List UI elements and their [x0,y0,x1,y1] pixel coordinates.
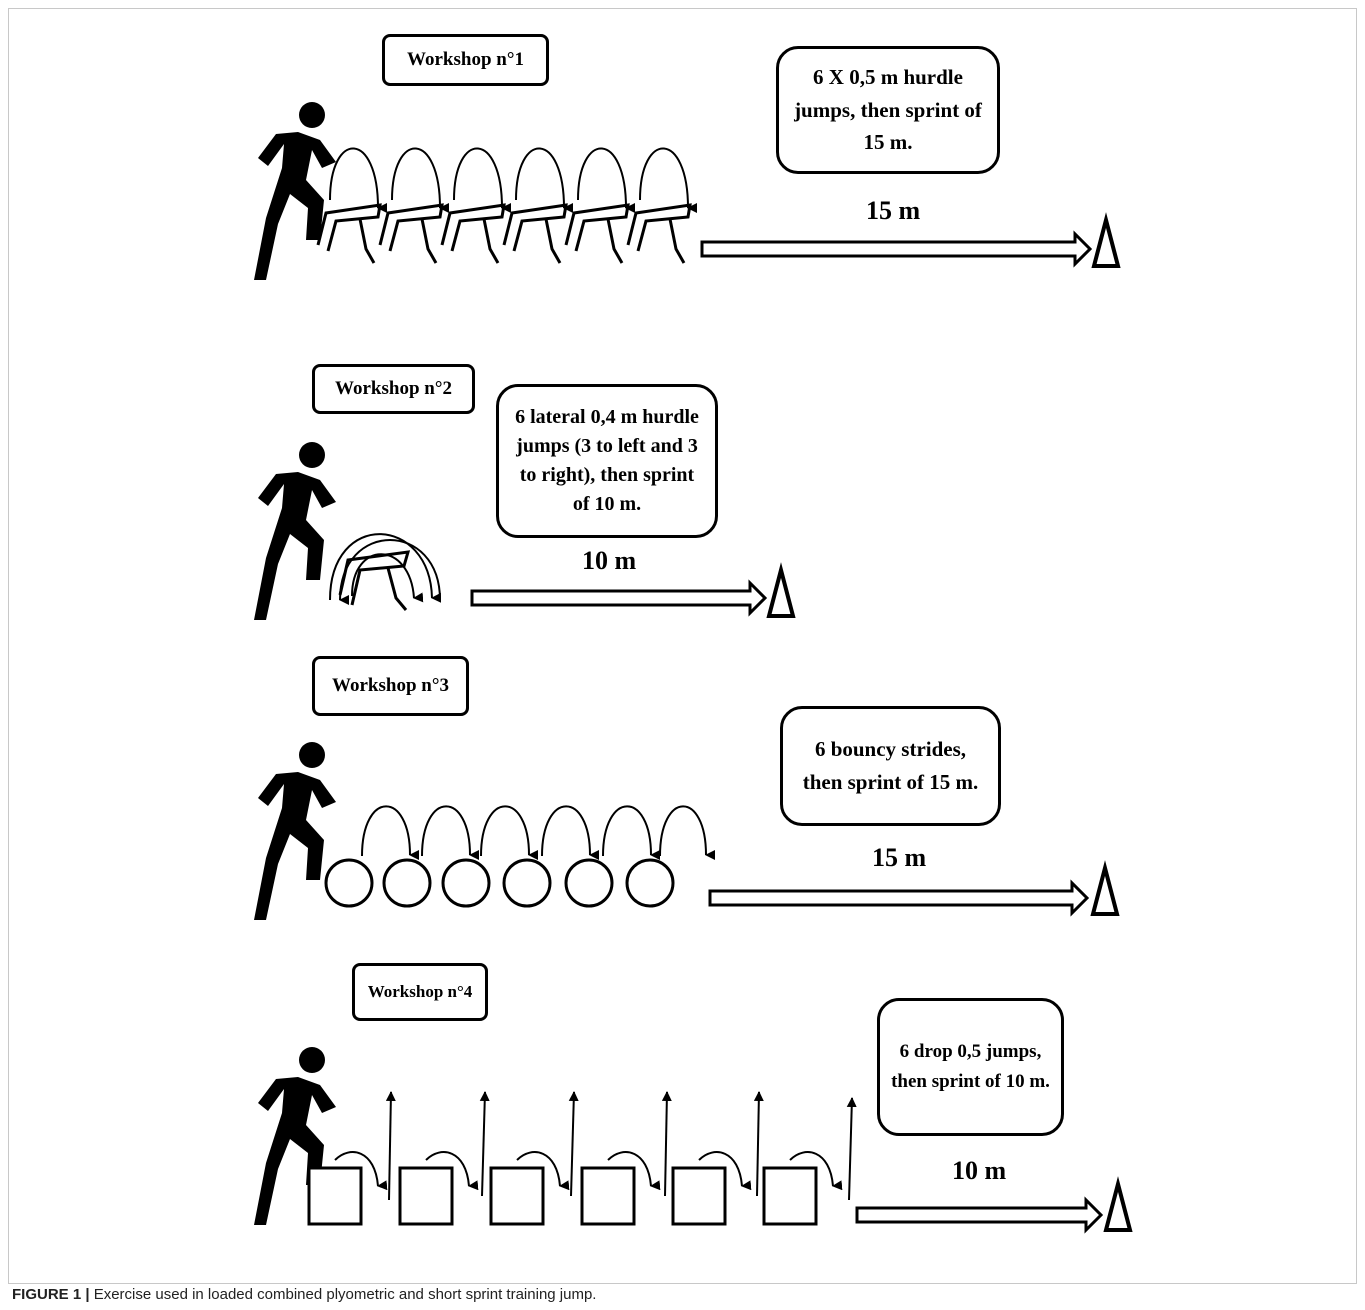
running-athlete-icon [254,102,336,280]
jump-arcs [329,147,698,213]
plyo-box-icon [671,1166,727,1226]
workshop-2-title: Workshop n°2 [312,364,475,414]
workshop-1-scene [254,102,1120,280]
plyo-box-icon [489,1166,545,1226]
workshop-3-scene [254,742,1119,920]
figure-caption-text: Exercise used in loaded combined plyomet… [89,1286,597,1303]
ring-marker-icon [502,858,552,908]
ring-marker-icon [625,858,675,908]
plyo-box-icon [580,1166,636,1226]
cone-icon [1092,218,1120,268]
hurdle-icon [564,203,630,265]
plyo-box-icon [307,1166,363,1226]
figure-frame [8,8,1357,1284]
ring-marker-icon [324,858,374,908]
hurdle-icon [626,203,692,265]
workshop-1-title: Workshop n°1 [382,34,549,86]
workshop-4-title: Workshop n°4 [352,963,488,1021]
workshop-2-distance: 10 m [582,546,637,575]
running-athlete-icon [254,442,336,620]
plyo-box-icon [762,1166,818,1226]
workshop-4-scene [254,1047,1132,1234]
workshop-3-description: 6 bouncy strides, then sprint of 15 m. [780,706,1001,826]
workshop-4-description: 6 drop 0,5 jumps, then sprint of 10 m. [877,998,1064,1136]
hurdle-icon [378,203,444,265]
hurdle-icon [316,203,382,265]
ring-marker-icon [382,858,432,908]
ring-row [324,858,675,908]
figure-caption: FIGURE 1 | Exercise used in loaded combi… [12,1286,596,1303]
plyo-box-icon [398,1166,454,1226]
lateral-jump-arcs [329,533,442,606]
figure-caption-label: FIGURE 1 | [12,1286,90,1303]
workshop-3-distance: 15 m [872,843,927,872]
workshop-3-title: Workshop n°3 [312,656,469,716]
rebound-arrows [385,1091,857,1201]
ring-marker-icon [441,858,491,908]
hurdle-icon [502,203,568,265]
sprint-arrow-icon [700,230,1093,268]
hurdle-icon [440,203,506,265]
workshop-1-description: 6 X 0,5 m hurdle jumps, then sprint of 1… [776,46,1000,174]
sprint-arrow-icon [708,879,1090,917]
cone-icon [767,568,795,618]
workshop-1-distance: 15 m [866,196,921,225]
running-athlete-icon [254,742,336,920]
plyo-box-row [307,1166,818,1226]
sprint-arrow-icon [470,579,768,617]
ring-marker-icon [564,858,614,908]
workshop-2-scene [254,442,795,620]
cone-icon [1104,1182,1132,1232]
drop-arcs [334,1151,843,1191]
sprint-arrow-icon [855,1196,1104,1234]
stride-arcs [361,805,716,860]
hurdle-row [316,203,692,265]
cone-icon [1091,866,1119,916]
workshop-2-description: 6 lateral 0,4 m hurdle jumps (3 to left … [496,384,718,538]
workshop-4-distance: 10 m [952,1156,1007,1185]
